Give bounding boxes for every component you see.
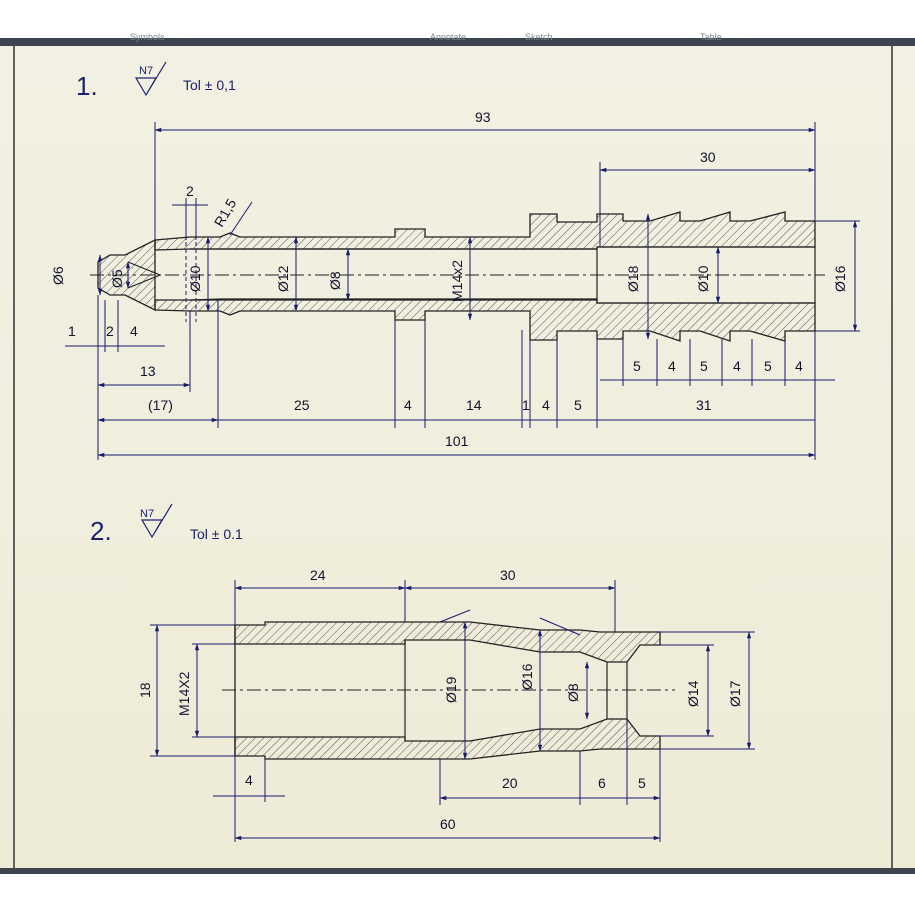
part1-finish-label: N7	[139, 65, 153, 77]
dim-p2-m14: M14X2	[176, 671, 192, 716]
part2-dimensions: 24 30 18 M14X2 Ø19 Ø16 Ø8 Ø14 Ø17 4	[137, 567, 755, 842]
status-bar	[0, 868, 915, 874]
dim-o18: Ø18	[625, 265, 641, 292]
part1-tolerance: Tol ± 0,1	[183, 77, 236, 93]
part1-header: 1. N7 Tol ± 0,1	[76, 61, 236, 101]
dim-c31: 31	[696, 397, 712, 413]
dim-o6: Ø6	[50, 266, 66, 285]
part1-dimensions: 93 30 2 R1,5 Ø6 Ø5 Ø10 Ø12 Ø8 M14x2 Ø18 …	[50, 109, 860, 460]
dim-o10a: Ø10	[187, 265, 203, 292]
part1-number: 1.	[76, 71, 98, 101]
tab-annotate[interactable]: Annotate	[430, 32, 467, 42]
dim-c5: 5	[574, 397, 582, 413]
dim-p2-o19: Ø19	[443, 676, 459, 703]
dim-r15: R1,5	[211, 196, 240, 230]
dim-p2-30: 30	[500, 567, 516, 583]
dim-b4: 4	[130, 323, 138, 339]
dim-p2-6: 6	[598, 775, 606, 791]
dim-c25: 25	[294, 397, 310, 413]
part2-body	[222, 621, 675, 760]
dim-o8: Ø8	[327, 271, 343, 290]
tab-symbols[interactable]: Symbols	[130, 32, 165, 42]
part1-lower-wall	[154, 298, 816, 342]
part2-finish-label: N7	[140, 508, 154, 520]
drawing-sheet	[0, 46, 915, 872]
dim-b1: 1	[68, 323, 76, 339]
dim-b17: (17)	[148, 397, 173, 413]
dim-101: 101	[445, 433, 469, 449]
dim-r4b: 4	[733, 358, 741, 374]
part2-header: 2. N7 Tol ± 0.1	[90, 503, 243, 546]
dim-c14: 14	[466, 397, 482, 413]
dim-r4a: 4	[668, 358, 676, 374]
tab-table[interactable]: Table	[700, 32, 722, 42]
surface-finish-symbol-2	[140, 503, 173, 539]
dim-b13: 13	[140, 363, 156, 379]
tab-sketch[interactable]: Sketch	[525, 32, 553, 42]
dim-o12: Ø12	[275, 265, 291, 292]
dim-o10b: Ø10	[695, 265, 711, 292]
ribbon-toolbar: Symbols Annotate Sketch Table	[0, 32, 915, 46]
dim-o5: Ø5	[109, 269, 125, 288]
dim-p2-4: 4	[245, 772, 253, 788]
dim-p2-o16: Ø16	[519, 663, 535, 690]
dim-c4b: 4	[542, 397, 550, 413]
part2-tolerance: Tol ± 0.1	[190, 526, 243, 542]
dim-p2-o17: Ø17	[727, 680, 743, 707]
dim-p2-60: 60	[440, 816, 456, 832]
dim-p2-5: 5	[638, 775, 646, 791]
surface-finish-symbol	[134, 61, 167, 97]
dim-o16: Ø16	[832, 265, 848, 292]
part2-number: 2.	[90, 516, 112, 546]
dim-b2: 2	[106, 323, 114, 339]
dim-p2-o8: Ø8	[565, 683, 581, 702]
dim-p2-20: 20	[502, 775, 518, 791]
dim-p2-24: 24	[310, 567, 326, 583]
dim-2: 2	[186, 183, 194, 199]
dim-30: 30	[700, 149, 716, 165]
dim-c4a: 4	[404, 397, 412, 413]
dim-93: 93	[475, 109, 491, 125]
part1-upper-wall	[154, 211, 816, 251]
dim-p2-o14: Ø14	[685, 680, 701, 707]
dim-m14: M14x2	[449, 260, 465, 302]
dim-c1: 1	[522, 397, 530, 413]
part2-lower-wall	[234, 718, 661, 760]
dim-r5a: 5	[633, 358, 641, 374]
dim-r5b: 5	[700, 358, 708, 374]
dim-r4c: 4	[795, 358, 803, 374]
dim-p2-18: 18	[137, 682, 153, 698]
part2-upper-wall	[234, 621, 661, 663]
dim-r5c: 5	[764, 358, 772, 374]
